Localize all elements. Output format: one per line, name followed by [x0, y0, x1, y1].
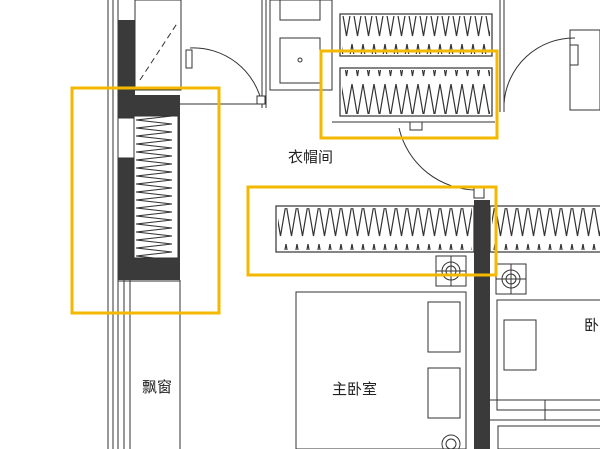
left-door [185, 47, 266, 105]
bay-window-wardrobe [117, 95, 180, 280]
upper-left-window-frame [134, 0, 182, 91]
label-bedroom: 卧 [584, 316, 599, 334]
upper-cabinet [269, 0, 333, 91]
right-door [503, 29, 600, 111]
secondary-bedroom-wardrobe [489, 205, 600, 253]
highlight-boxes [70, 49, 499, 315]
central-partition-wall [474, 200, 490, 449]
right-bed [490, 299, 600, 449]
master-bedroom-wardrobe [275, 205, 475, 253]
highlight-bay-window-wardrobe [70, 86, 221, 315]
ceiling-light-2 [495, 263, 527, 295]
label-cloakroom: 衣帽间 [288, 148, 333, 166]
ceiling-light-1 [435, 255, 467, 287]
label-master-bedroom: 主卧室 [332, 380, 377, 398]
cloakroom-top-wardrobe [339, 13, 493, 57]
highlight-cloakroom-wardrobe [319, 49, 499, 140]
cloakroom-upper-wardrobe [339, 67, 493, 117]
cloakroom-walls [180, 0, 505, 123]
ceiling-light-3 [441, 434, 461, 449]
cloakroom-door [398, 121, 485, 199]
label-bay-window: 飘窗 [142, 378, 172, 396]
highlight-master-bedroom-wardrobe [246, 185, 498, 277]
master-bed [295, 291, 467, 449]
